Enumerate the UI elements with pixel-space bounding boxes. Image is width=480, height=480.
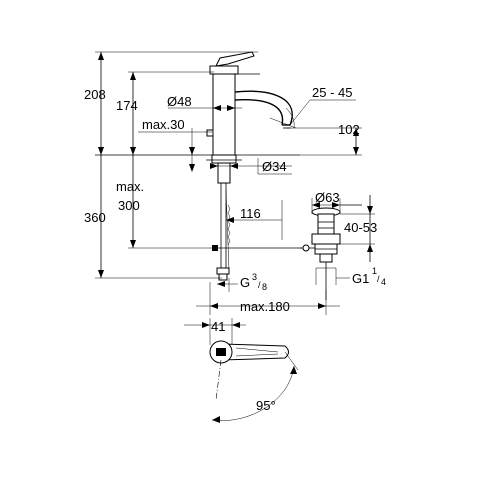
- label-connection-g-letter: G: [240, 275, 250, 290]
- label-connection-g-den: 8: [262, 282, 267, 292]
- label-waste-range: 40-53: [344, 220, 377, 235]
- label-spout-height: 174: [116, 98, 138, 113]
- top-view: [184, 318, 299, 423]
- label-max-value: 300: [118, 198, 140, 213]
- label-spout-angle: 25 - 45: [312, 85, 352, 100]
- svg-text:/: /: [377, 274, 380, 284]
- label-waste-g-den: 4: [381, 277, 386, 287]
- labels: 208 174 Ø48 25 - 45 max.30 102 Ø34 max. …: [84, 85, 386, 413]
- left-dimensions: [95, 51, 258, 279]
- svg-text:/: /: [258, 280, 261, 290]
- label-waste-g-main: G1: [352, 271, 369, 286]
- label-spout-clearance: 102: [338, 122, 360, 137]
- label-max-thickness: max.30: [142, 117, 185, 132]
- label-waste-g-num: 1: [372, 266, 377, 276]
- faucet-front-view: [95, 51, 315, 281]
- waste-assembly: [302, 207, 341, 300]
- label-max-reach: max.180: [240, 299, 290, 314]
- label-waste-offset: 116: [240, 206, 261, 221]
- label-total-height: 208: [84, 87, 106, 102]
- label-waste-diameter: Ø63: [315, 190, 340, 205]
- right-dimensions: [168, 99, 375, 315]
- label-connection-g: G 3 / 8: [240, 272, 267, 292]
- label-max: max.: [116, 179, 144, 194]
- label-hose-length: 360: [84, 210, 106, 225]
- label-hole-diameter: Ø34: [262, 159, 287, 174]
- label-body-diameter: Ø48: [167, 94, 192, 109]
- label-waste-g: G1 1 / 4: [352, 266, 386, 287]
- label-connection-g-num: 3: [252, 272, 257, 282]
- label-handle-width: 41: [211, 319, 225, 334]
- label-rotation-angle: 95°: [256, 398, 276, 413]
